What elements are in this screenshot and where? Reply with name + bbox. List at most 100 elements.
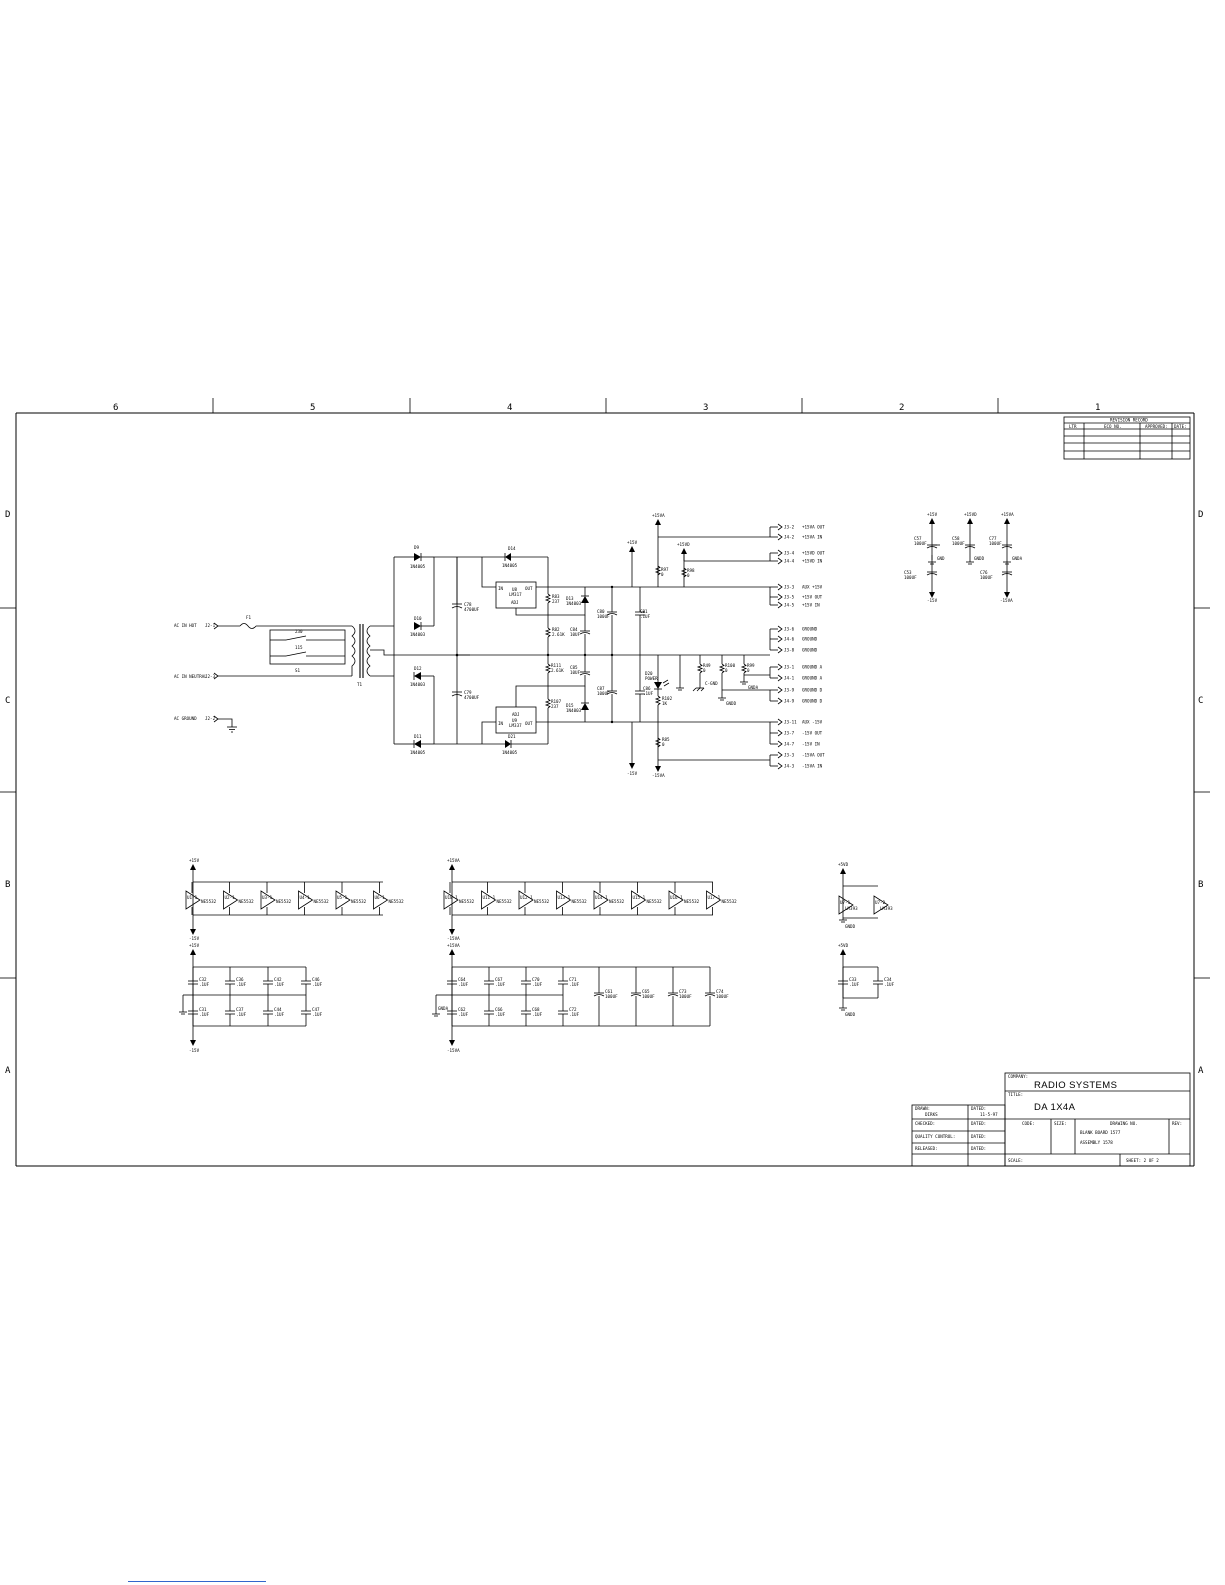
comparator-symbol bbox=[838, 895, 854, 915]
opamp-part: NE5532 bbox=[572, 899, 588, 904]
opamp-mid-row: +15VA -15VA U10-1NE5532U11-1NE5532U12-1N… bbox=[443, 858, 738, 941]
opamp-part: NE5532 bbox=[351, 899, 367, 904]
connector-label: +15VA OUT bbox=[802, 525, 825, 530]
zone-col-2: 2 bbox=[899, 403, 904, 413]
connector-label: +15VD IN bbox=[802, 559, 823, 564]
connector-pin: J3-1 bbox=[784, 665, 795, 670]
revision-col-approved: APPROVED: bbox=[1145, 424, 1168, 429]
bypass-left-rail-bottom: -15V bbox=[189, 1048, 200, 1053]
opamp-ref: U2-1 bbox=[225, 895, 236, 900]
capacitor-ref: C67 bbox=[495, 977, 503, 982]
comparator-part: LM393 bbox=[845, 906, 858, 911]
r98-value: 0 bbox=[687, 573, 690, 578]
connector-pin: J4-2 bbox=[784, 535, 795, 540]
zone-col-5: 5 bbox=[310, 403, 315, 413]
opamp-symbol bbox=[631, 890, 647, 910]
capacitor-value: .1UF bbox=[458, 982, 469, 987]
code-label: CODE: bbox=[1022, 1121, 1035, 1126]
capacitor-ref: C46 bbox=[312, 977, 320, 982]
capacitor-value: .1UF bbox=[532, 982, 543, 987]
d21-ref: D21 bbox=[508, 734, 516, 739]
capacitor-ref: C68 bbox=[532, 1007, 540, 1012]
c84-value: 10UF bbox=[570, 632, 581, 637]
company-label: COMPANY: bbox=[1008, 1074, 1028, 1079]
connector-label: AUX -15V bbox=[802, 720, 823, 725]
zone-row-C-left: C bbox=[5, 696, 10, 706]
opamp-part: NE5532 bbox=[722, 899, 738, 904]
switch-ref: S1 bbox=[295, 668, 301, 673]
opamp-part: NE5532 bbox=[609, 899, 625, 904]
connector-label: -15V IN bbox=[802, 742, 820, 747]
switch-230: 230 bbox=[295, 629, 303, 634]
connector-label: +15V OUT bbox=[802, 595, 823, 600]
c57-ref: C57 bbox=[914, 536, 922, 541]
d15-ref: D15 bbox=[566, 703, 574, 708]
connector-pin: J3-3 bbox=[784, 585, 795, 590]
capacitor-value: .1UF bbox=[495, 1012, 506, 1017]
d12-value: 1N4003 bbox=[410, 682, 426, 687]
zone-col-4: 4 bbox=[507, 403, 512, 413]
u9-out: OUT bbox=[525, 721, 533, 726]
connector-pin: J4-9 bbox=[784, 699, 795, 704]
d21-value: 1N4005 bbox=[502, 750, 518, 755]
opamp-mid-rail-bottom: -15VA bbox=[447, 936, 460, 941]
r82-value: 2.61K bbox=[552, 632, 565, 637]
d10-value: 1N4003 bbox=[410, 632, 426, 637]
d11-ref: D11 bbox=[414, 734, 422, 739]
c80-ref: C80 bbox=[597, 609, 605, 614]
d14-ref: D14 bbox=[508, 546, 516, 551]
connector-pin: J3-2 bbox=[784, 525, 795, 530]
capacitor-ref: C47 bbox=[312, 1007, 320, 1012]
opamp-part: NE5532 bbox=[534, 899, 550, 904]
transformer-t1: T1 bbox=[351, 624, 470, 687]
connector-label: -15V OUT bbox=[802, 731, 823, 736]
capacitor-value: .1UF bbox=[274, 982, 285, 987]
u8-ref: U8 bbox=[512, 587, 518, 592]
c77-value: 100UF bbox=[989, 541, 1002, 546]
r85-ref: R85 bbox=[662, 737, 670, 742]
c58-ref: C58 bbox=[952, 536, 960, 541]
opamp-symbol bbox=[260, 890, 276, 910]
c58-value: 100UF bbox=[952, 541, 965, 546]
connector-pin: J3-7 bbox=[784, 731, 795, 736]
opamp-part: NE5532 bbox=[647, 899, 663, 904]
r99-ref: R99 bbox=[747, 663, 755, 668]
opamp-symbol bbox=[373, 890, 389, 910]
capacitor-ref: C33 bbox=[849, 977, 857, 982]
capacitor-value: .1UF bbox=[199, 982, 210, 987]
revision-col-date: DATE: bbox=[1174, 424, 1187, 429]
opamp-symbol bbox=[223, 890, 239, 910]
revision-header: REVISION RECORD bbox=[1110, 418, 1148, 423]
connector-label: +15V IN bbox=[802, 603, 820, 608]
u8-value: LM317 bbox=[509, 592, 522, 597]
opamp-part: NE5532 bbox=[459, 899, 475, 904]
connector-label: -15VA IN bbox=[802, 764, 823, 769]
logic-rail-top: +5VD bbox=[838, 862, 849, 867]
opamp-symbol bbox=[668, 890, 684, 910]
connector-pin: J4-1 bbox=[784, 676, 795, 681]
c85-value: 10UF bbox=[570, 670, 581, 675]
ac-ground-pin: J2-2 bbox=[205, 716, 216, 721]
released-label: RELEASED: bbox=[915, 1146, 938, 1151]
opamp-ref: U1-1 bbox=[187, 895, 198, 900]
zone-row-A-left: A bbox=[5, 1066, 11, 1076]
c81-value: .1UF bbox=[640, 614, 651, 619]
capacitor-value: .1UF bbox=[458, 1012, 469, 1017]
opamp-part: NE5532 bbox=[201, 899, 217, 904]
c80-value: 100UF bbox=[597, 614, 610, 619]
opamp-ref: U17-1 bbox=[708, 895, 721, 900]
comparator-ref: U7-1 bbox=[840, 900, 851, 905]
u9-in: IN bbox=[498, 721, 504, 726]
zone-col-3: 3 bbox=[703, 403, 708, 413]
revision-record: REVISION RECORD LTR ECO NO. APPROVED: DA… bbox=[1063, 416, 1191, 460]
tr-rail-p15d: +15VD bbox=[964, 512, 977, 517]
capacitor-value: .1UF bbox=[274, 1012, 285, 1017]
c53-value: 100UF bbox=[904, 575, 917, 580]
opamp-symbol bbox=[706, 890, 722, 910]
rev-label: REV: bbox=[1172, 1121, 1182, 1126]
capacitor-ref: C32 bbox=[199, 977, 207, 982]
transformer-ref: T1 bbox=[357, 682, 363, 687]
r102-value: 1K bbox=[662, 701, 668, 706]
r100-ref: R100 bbox=[725, 663, 736, 668]
page-footer-link-underline bbox=[128, 1581, 266, 1582]
